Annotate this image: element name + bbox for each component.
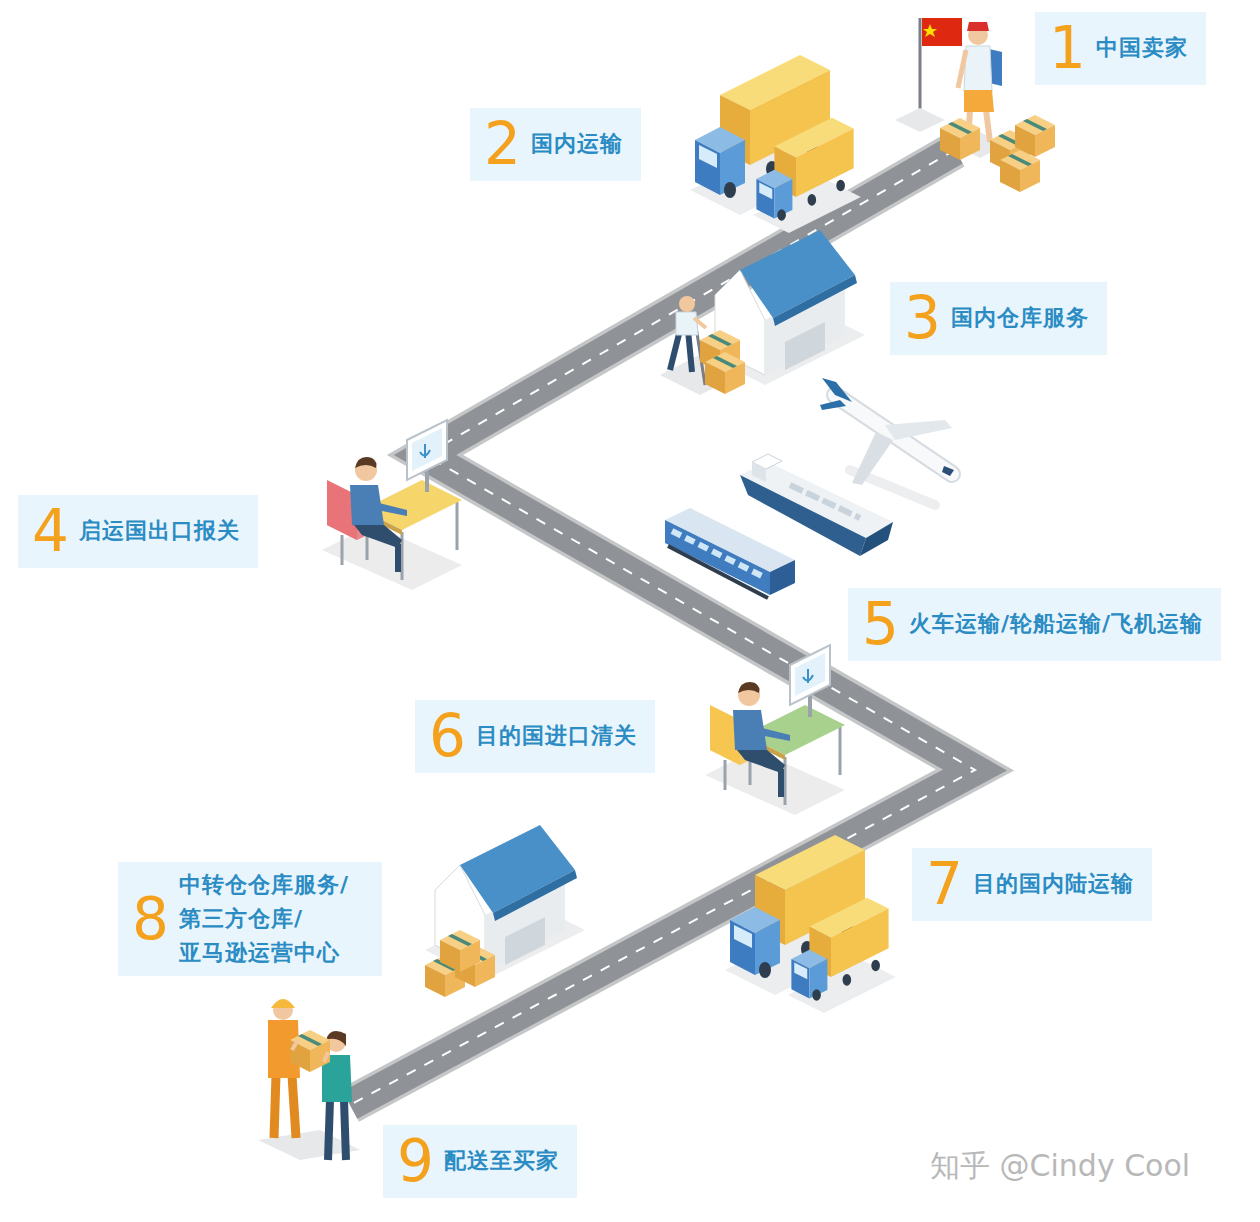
step-number: 6 xyxy=(429,706,466,767)
destination-trucks xyxy=(725,835,896,1013)
step-label: 配送至买家 xyxy=(444,1147,559,1176)
export-customs-desk xyxy=(322,420,462,590)
domestic-trucks xyxy=(690,55,861,233)
domestic-warehouse xyxy=(660,230,865,395)
step-box: 4 启运国出口报关 xyxy=(18,495,258,568)
step-label: 中转仓仓库服务/ 第三方仓库/ 亚马逊运营中心 xyxy=(179,868,364,970)
step-label: 目的国进口清关 xyxy=(476,722,637,751)
step-number: 1 xyxy=(1049,18,1086,79)
step-box: 6 目的国进口清关 xyxy=(415,700,655,773)
step-box: 1 中国卖家 xyxy=(1035,12,1206,85)
step-number: 8 xyxy=(132,889,169,950)
road xyxy=(350,150,975,1105)
step-box: 8中转仓仓库服务/ 第三方仓库/ 亚马逊运营中心 xyxy=(118,862,382,976)
step-box: 5 火车运输/轮船运输/飞机运输 xyxy=(848,588,1221,661)
step-box: 3 国内仓库服务 xyxy=(890,282,1107,355)
watermark: 知乎 @Cindy Cool xyxy=(930,1146,1190,1187)
step-number: 3 xyxy=(904,288,941,349)
step-label: 目的国内陆运输 xyxy=(973,870,1134,899)
seller-figure xyxy=(895,18,1055,192)
step-number: 7 xyxy=(926,854,963,915)
import-customs-desk xyxy=(705,645,845,815)
step-box: 7 目的国内陆运输 xyxy=(912,848,1152,921)
step-number: 4 xyxy=(32,501,69,562)
step-number: 5 xyxy=(862,594,899,655)
plane xyxy=(820,378,954,505)
delivery-figures xyxy=(258,999,360,1160)
step-box: 2 国内运输 xyxy=(470,108,641,181)
step-label: 启运国出口报关 xyxy=(79,517,240,546)
transit-warehouse xyxy=(425,825,585,997)
step-label: 国内运输 xyxy=(531,130,623,159)
step-label: 国内仓库服务 xyxy=(951,304,1089,333)
step-number: 9 xyxy=(397,1131,434,1192)
step-number: 2 xyxy=(484,114,521,175)
step-label: 中国卖家 xyxy=(1096,34,1188,63)
ship xyxy=(740,454,893,556)
step-box: 9 配送至买家 xyxy=(383,1125,577,1198)
step-label: 火车运输/轮船运输/飞机运输 xyxy=(909,610,1203,639)
train xyxy=(665,508,795,598)
